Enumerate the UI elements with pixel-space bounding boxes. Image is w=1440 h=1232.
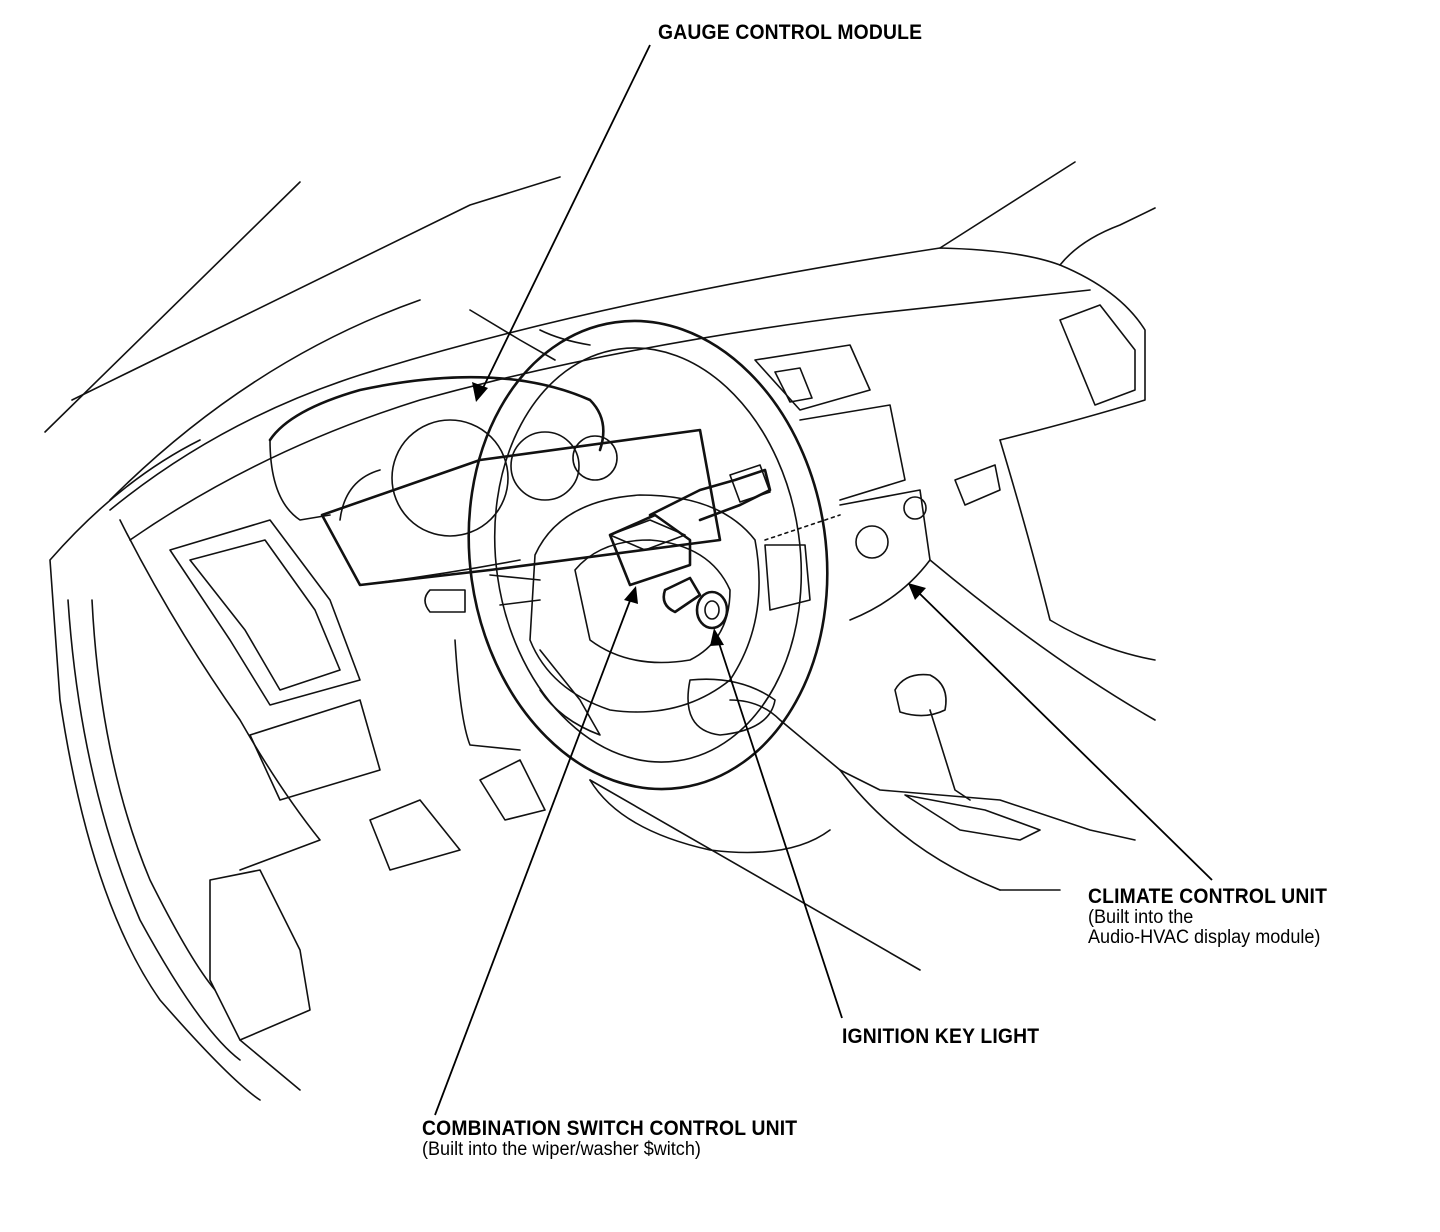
hvac-knob-left [855,525,889,559]
dashboard-line-art [44,161,1156,1101]
wiper-stalk-knob [729,464,771,503]
console-side [839,769,1001,891]
center-stack-panel [839,489,931,621]
climate-control-unit-label: CLIMATE CONTROL UNIT (Built into the Aud… [1088,885,1348,948]
wiper-stalk [648,468,772,522]
dash-top [109,247,1061,511]
hvac-dotted-link [764,514,841,541]
cluster-hood [268,375,605,452]
cluster-bottom [359,559,521,586]
gauge-control-module-label: GAUGE CONTROL MODULE [658,21,945,44]
fuel-gauge [572,435,618,481]
ignition-cylinder [695,590,729,630]
ignition-cylinder-inner [704,600,720,620]
lower-vent-left [169,519,361,706]
floor-left [239,1039,301,1091]
dash-right-vent [1059,304,1136,406]
a-pillar-outer [44,181,301,433]
console-top [839,769,1136,841]
shifter-shaft [929,709,971,801]
spoke-right [764,544,811,611]
climate-leader [917,591,1213,881]
kick-panel [369,799,461,871]
combination-arrow [624,586,638,604]
combination-switch-top [609,519,686,551]
pedal-area [479,759,546,821]
steering-hub [529,494,760,713]
leader-lines [434,44,1213,1116]
spoke-left [489,574,541,606]
combination-leader [434,597,632,1116]
speedometer [391,419,509,537]
turn-signal-stalk [424,589,466,613]
airbag-outline [574,539,731,664]
ignition-key-light-title: IGNITION KEY LIGHT [842,1025,1040,1048]
cluster-hood-lower [269,439,331,521]
combination-switch-body [608,513,692,587]
gauge-control-module-title: GAUGE CONTROL MODULE [658,21,923,44]
lower-column [454,639,521,751]
cluster-dial-left [339,469,381,521]
passenger-lower [929,559,1156,721]
floor-center [729,699,841,771]
dash-right-side [999,264,1146,441]
steering-wheel-outer [467,319,829,791]
combination-switch-label: COMBINATION SWITCH CONTROL UNIT (Built i… [422,1117,830,1161]
center-stack-vent [774,367,813,403]
spoke-lower-right [687,678,776,736]
combination-switch-title: COMBINATION SWITCH CONTROL UNIT [422,1117,798,1140]
hvac-knob-right [903,496,927,520]
dash-top-front [129,289,1091,541]
column-shroud [589,779,831,854]
ignition-arrow [710,628,724,646]
climate-control-unit-title: CLIMATE CONTROL UNIT [1088,885,1328,908]
kick-left-lines [209,869,311,1041]
climate-control-unit-sub2: Audio-HVAC display module) [1088,926,1321,948]
ignition-key-light-label: IGNITION KEY LIGHT [842,1025,1056,1048]
climate-arrow [908,583,926,600]
ignition-leader [717,639,843,1019]
cluster-face [320,428,722,587]
right-vent [954,464,1001,506]
gauge-leader [481,44,651,391]
center-stack-audio [799,404,906,501]
door-frame-inner2 [91,599,216,991]
shifter-knob [894,673,947,717]
climate-control-unit-sub1: (Built into the [1088,907,1194,929]
knee-panel [249,699,381,801]
ignition-key [662,576,702,614]
passenger-side [999,439,1156,661]
door-frame [49,439,261,1101]
a-pillar-inner [109,299,421,501]
spoke-lower-left [539,649,601,736]
door-frame-inner [67,599,241,1061]
windshield-edge [939,161,1156,266]
floor-line [589,779,921,971]
a-pillar-mid [71,176,561,401]
console-gate [904,794,1041,841]
gauge-arrow [472,382,488,402]
lower-dash-left [119,519,321,871]
tachometer [510,431,580,501]
lower-vent-left-inner [189,539,341,691]
combination-switch-sub: (Built into the wiper/washer $witch) [422,1139,701,1161]
